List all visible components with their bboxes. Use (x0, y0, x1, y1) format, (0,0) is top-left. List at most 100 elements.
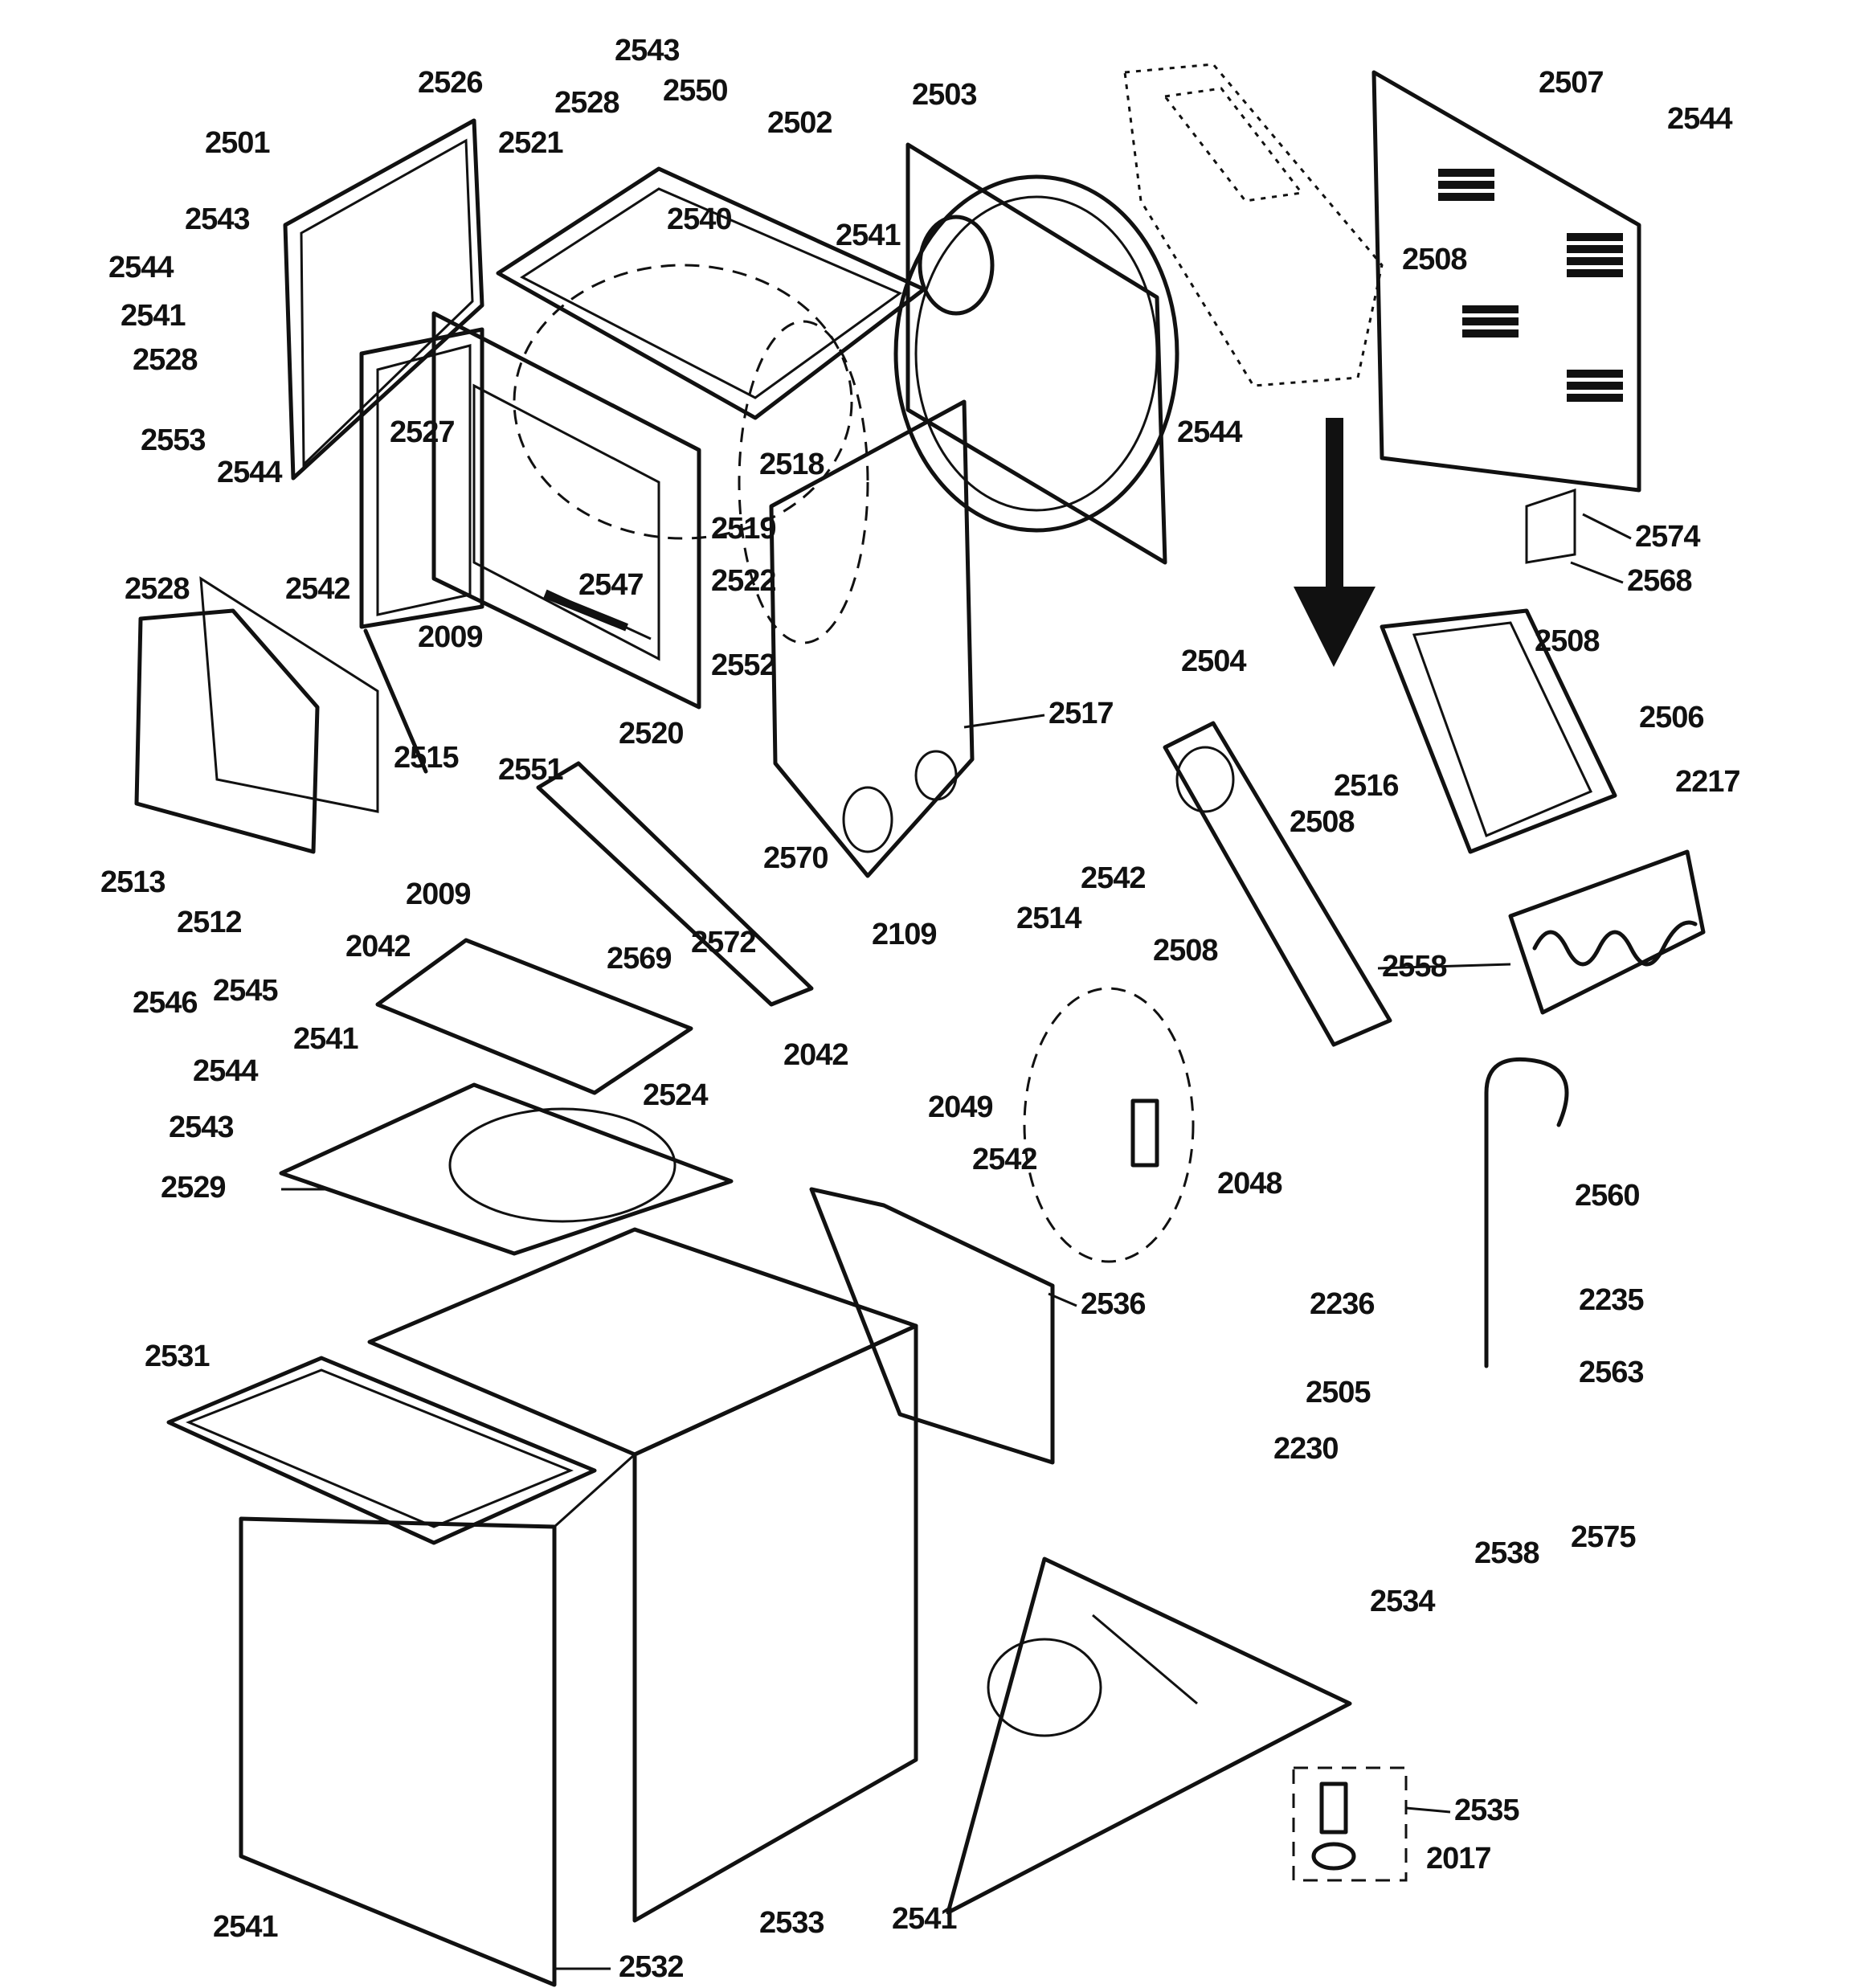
callout-2542-left: 2542 (285, 572, 350, 606)
callout-2528-door: 2528 (125, 572, 190, 606)
callout-2522: 2522 (711, 564, 776, 598)
callout-2515: 2515 (394, 741, 459, 775)
callout-2569: 2569 (607, 942, 672, 976)
callout-2526: 2526 (418, 66, 483, 100)
callout-2575: 2575 (1571, 1520, 1636, 1554)
callout-2042-left: 2042 (345, 930, 411, 963)
cabinet-2532-2533 (239, 1227, 918, 1987)
detail-circle-2048 (1023, 987, 1195, 1263)
callout-2535: 2535 (1454, 1794, 1519, 1827)
callout-2514: 2514 (1016, 902, 1081, 935)
callout-2520: 2520 (619, 717, 684, 751)
callout-2508-left: 2508 (1290, 805, 1355, 839)
callout-2563: 2563 (1579, 1356, 1644, 1389)
callout-2507: 2507 (1539, 66, 1604, 100)
callout-2553: 2553 (141, 423, 206, 457)
callout-2529: 2529 (161, 1171, 226, 1205)
duct-assembly-dashed (1123, 63, 1384, 387)
callout-2048: 2048 (1217, 1167, 1282, 1201)
callout-2540: 2540 (667, 202, 732, 236)
direction-arrow (1294, 418, 1376, 667)
callout-2513: 2513 (100, 865, 166, 899)
callout-2512: 2512 (177, 906, 242, 939)
callout-2560: 2560 (1575, 1179, 1640, 1213)
callout-2521: 2521 (498, 126, 563, 160)
duct-2504 (1163, 721, 1392, 1047)
callout-2541-top: 2541 (836, 219, 901, 252)
callout-2049: 2049 (928, 1090, 993, 1124)
drain-hose-2560 (1484, 1057, 1569, 1368)
side-panel-2517 (769, 399, 975, 878)
door-2512 (134, 576, 379, 854)
callout-2541-left: 2541 (121, 299, 186, 333)
callout-2532: 2532 (619, 1950, 684, 1984)
callout-2534: 2534 (1370, 1585, 1435, 1618)
lid-2524 (375, 938, 693, 1095)
callout-2544-mid-left: 2544 (193, 1054, 258, 1088)
top-plate-2529 (279, 1082, 734, 1256)
callout-2552: 2552 (711, 648, 776, 682)
callout-2508-top: 2508 (1402, 243, 1467, 276)
callout-2505: 2505 (1306, 1376, 1371, 1409)
callout-2017: 2017 (1426, 1842, 1491, 1876)
front-panel-2501 (283, 118, 484, 481)
back-panel-2507 (1371, 70, 1641, 564)
callout-2109: 2109 (872, 918, 937, 951)
door-frame-2526 (359, 327, 484, 774)
callout-2541-mid: 2541 (293, 1022, 358, 1056)
callout-2519: 2519 (711, 512, 776, 546)
leader-lines (281, 513, 1632, 1970)
callout-2544-mid: 2544 (217, 456, 282, 489)
bottom-panel-2569 (536, 761, 814, 1007)
callout-2528-left: 2528 (133, 343, 198, 377)
callout-2531: 2531 (145, 1340, 210, 1373)
leveling-leg-box-2535 (1292, 1766, 1408, 1882)
callout-2542-cabinet: 2542 (972, 1143, 1037, 1176)
callout-2572: 2572 (691, 926, 756, 959)
callout-2542-right: 2542 (1081, 861, 1146, 895)
callout-2217: 2217 (1675, 765, 1740, 799)
callout-2508-bottom: 2508 (1153, 934, 1218, 967)
callout-2508-mid: 2508 (1535, 624, 1600, 658)
callout-2042-right: 2042 (783, 1038, 848, 1072)
callout-2536: 2536 (1081, 1287, 1146, 1321)
bracket-2536 (809, 1187, 1055, 1465)
callout-2550: 2550 (663, 74, 728, 108)
callout-2545: 2545 (213, 974, 278, 1008)
callout-2533: 2533 (759, 1906, 824, 1940)
callout-2551: 2551 (498, 753, 563, 787)
callout-2009-bottom: 2009 (406, 877, 471, 911)
callout-2236: 2236 (1310, 1287, 1375, 1321)
callout-2543-mid: 2543 (169, 1111, 234, 1144)
callout-2501: 2501 (205, 126, 270, 160)
callout-2541-bottom-right: 2541 (892, 1902, 957, 1936)
inner-front-2521 (431, 311, 701, 710)
top-frame-2531 (166, 1356, 597, 1545)
callout-labels: 2501 2526 2543 2528 2550 2521 2502 2503 … (100, 34, 1741, 1984)
callout-2518: 2518 (759, 448, 824, 481)
callout-2506: 2506 (1639, 701, 1704, 734)
heater-element-2558 (1508, 849, 1706, 1015)
callout-2544-top-right: 2544 (1667, 102, 1732, 136)
callout-2517: 2517 (1048, 697, 1114, 730)
callout-2235: 2235 (1579, 1283, 1644, 1317)
callout-2546: 2546 (133, 986, 198, 1020)
callout-2544-left: 2544 (108, 251, 174, 284)
callout-2009-top: 2009 (418, 620, 483, 654)
callout-2541-bottom-left: 2541 (213, 1910, 278, 1944)
callout-2570: 2570 (763, 841, 828, 875)
callout-2528-top: 2528 (554, 86, 619, 120)
callout-2568: 2568 (1627, 564, 1692, 598)
callout-2527: 2527 (390, 415, 455, 449)
heater-housing-2506 (1380, 608, 1617, 854)
rear-bulkhead-2503 (893, 142, 1179, 565)
callout-2524: 2524 (643, 1078, 708, 1112)
base-2534 (946, 1556, 1352, 1915)
callout-2504: 2504 (1181, 644, 1246, 678)
drum-2540 (513, 264, 869, 644)
callout-2574: 2574 (1635, 520, 1700, 554)
callout-2538: 2538 (1474, 1536, 1539, 1570)
callout-2516: 2516 (1334, 769, 1399, 803)
